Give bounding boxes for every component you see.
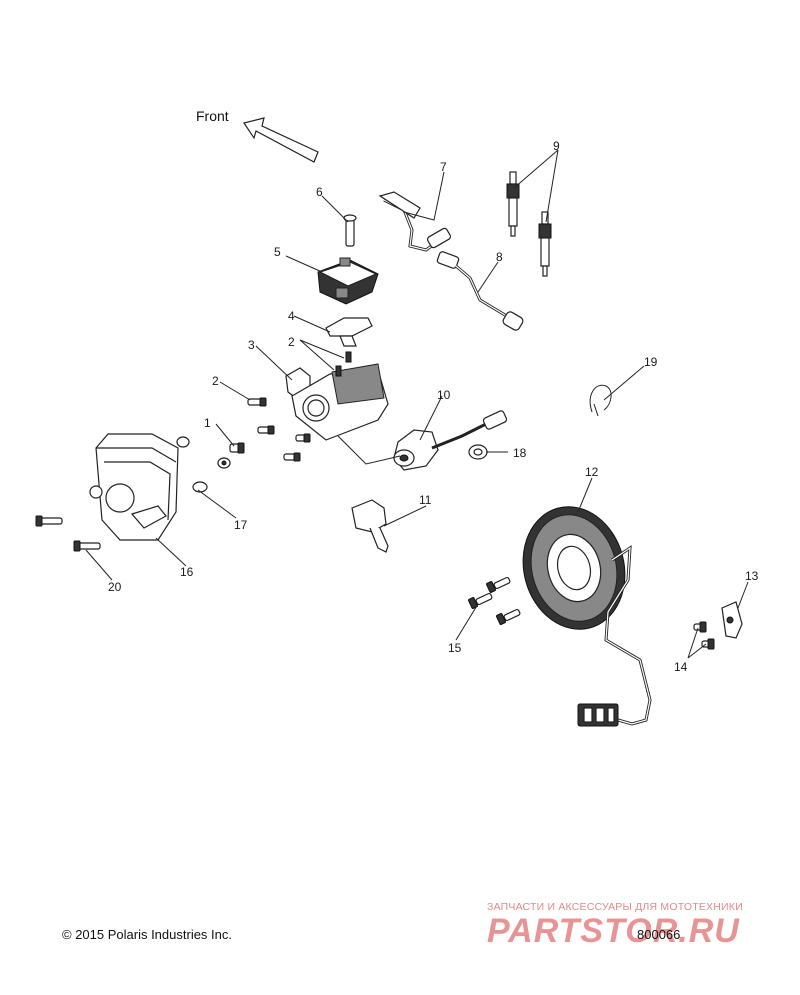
callout-7: 7 — [440, 160, 447, 174]
callout-12: 12 — [585, 465, 599, 479]
callout-16: 16 — [180, 565, 194, 579]
callout-2a: 2 — [212, 374, 219, 388]
part-3-mounting-bracket — [285, 363, 389, 441]
callout-9: 9 — [553, 139, 560, 153]
callout-18: 18 — [513, 446, 527, 460]
part-7-plug-wire — [378, 191, 452, 252]
callout-15: 15 — [448, 641, 462, 655]
callouts: 1 2 2 4 3 5 6 7 8 9 10 11 12 13 14 15 16… — [108, 139, 759, 674]
callout-3: 3 — [248, 338, 255, 352]
part-16-cover — [89, 433, 179, 541]
callout-2b: 2 — [288, 335, 295, 349]
callout-10: 10 — [437, 388, 451, 402]
part-8-plug-wire — [436, 251, 524, 331]
callout-4: 4 — [288, 309, 295, 323]
part-4-bracket — [325, 317, 373, 347]
callout-8: 8 — [496, 250, 503, 264]
part-10-ignition-switch — [393, 410, 508, 471]
watermark-logo: PARTSTOR.RU — [487, 912, 740, 950]
callout-14: 14 — [674, 660, 688, 674]
spark-plug-a — [506, 171, 520, 237]
front-direction-arrow: Front — [196, 108, 319, 163]
callout-19: 19 — [644, 355, 658, 369]
part-1-bolt — [229, 442, 245, 454]
front-label: Front — [196, 108, 229, 124]
part-2-bolts — [247, 351, 352, 462]
callout-20: 20 — [108, 580, 122, 594]
callout-1: 1 — [204, 416, 211, 430]
part-12-stator — [522, 506, 652, 726]
callout-13: 13 — [745, 569, 759, 583]
leader-lines — [85, 149, 749, 659]
stator-connector — [577, 703, 619, 727]
part-20-screws — [35, 515, 101, 552]
part-11-key — [351, 499, 389, 553]
callout-17: 17 — [234, 518, 248, 532]
callout-11: 11 — [419, 493, 432, 507]
copyright-text: © 2015 Polaris Industries Inc. — [62, 927, 232, 942]
part-19-wire-clip — [589, 384, 612, 417]
part-6-pin — [343, 214, 357, 247]
part-9-spark-plugs — [506, 171, 552, 277]
spark-plug-b — [538, 211, 552, 277]
diagram-number: 800066 — [637, 927, 681, 942]
callout-5: 5 — [274, 245, 281, 259]
part-17-grommets — [176, 436, 231, 493]
watermark-tagline: ЗАПЧАСТИ И АКСЕССУАРЫ ДЛЯ МОТОТЕХНИКИ — [487, 901, 743, 913]
part-5-ignition-coil — [317, 257, 379, 305]
part-15-screws — [467, 576, 521, 625]
part-18-ring-clip — [468, 444, 488, 460]
part-13-sensor — [721, 601, 743, 639]
callout-6: 6 — [316, 185, 323, 199]
